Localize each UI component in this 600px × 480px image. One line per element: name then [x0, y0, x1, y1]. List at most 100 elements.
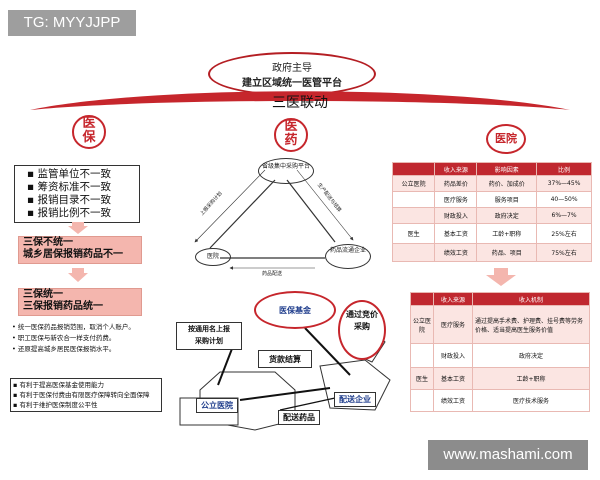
table-cell: 药品、项目: [476, 243, 538, 262]
plan-line-2: 采购计划: [195, 336, 223, 345]
table-header: 收入来源: [433, 292, 473, 306]
table-header: 收入来源: [434, 162, 478, 176]
medicine-head-icon: 医 药: [274, 118, 308, 152]
banner-swoosh: [30, 91, 570, 110]
problem-line-1: 三保不统一: [23, 237, 73, 248]
table-cell: 医疗技术服务: [472, 389, 590, 412]
table-header-row: 收入来源 影响因素 比例: [391, 162, 592, 176]
table-row: 公立医院 药品差价 药价、加成价 37%—45%: [391, 175, 592, 192]
note-item: • 职工医保与新农合一样支付药费。: [12, 334, 116, 342]
insurance-head-icon: 医 保: [72, 115, 106, 149]
note-item: • 统一医保药品报销范围，取消个人账户。: [12, 323, 135, 331]
gov-line-1: 政府主导: [272, 63, 312, 74]
insurance-problem-box: 三保不统一 城乡居保报销药品不一: [18, 236, 142, 264]
table-header: 比例: [536, 162, 592, 176]
insurance-head-char-1: 医: [82, 116, 96, 131]
procurement-triangle: [194, 169, 354, 270]
hospital-mechanism-table: 收入来源 收入机制 公立医院 医疗服务 通过提高手术费、护理费、挂号费等劳务价格…: [410, 292, 590, 412]
insurance-issues-box: ▪ 监管单位不一致 ▪ 筹资标准不一致 ▪ 报销目录不一致 ▪ 报销比例不一致: [14, 165, 140, 223]
insurance-notes: • 统一医保药品报销范围，取消个人账户。 • 职工医保与新农合一样支付药费。 •…: [12, 322, 162, 355]
watermark-bottom: www.mashami.com: [428, 440, 588, 470]
table-cell: [391, 207, 436, 224]
medicine-head-char-2: 药: [284, 133, 298, 148]
arrow-down-icon: [68, 268, 88, 282]
note-item: • 还原提高城乡居民医保报销水平。: [12, 345, 116, 353]
table-cell: 75%左右: [536, 243, 592, 262]
table-cell: 政府决定: [476, 207, 538, 224]
gov-line-2: 建立区域统一医管平台: [242, 78, 342, 89]
table-cell: 公立医院: [391, 175, 436, 192]
hospital-head-icon: 医院: [486, 124, 526, 154]
table-cell: 通过提高手术费、护理费、挂号费等劳务价格、适当提高医生服务价值: [472, 305, 590, 344]
benefit-item: ▪ 有利于医保付费由有限医疗保障转向全面保障: [13, 391, 150, 399]
arrow-down-icon: [486, 268, 516, 286]
fund-oval: 医保基金: [254, 291, 336, 329]
table-cell: 服务项目: [476, 191, 538, 208]
medicine-head-char-1: 医: [284, 119, 298, 134]
benefit-item: ▪ 有利于维护医保制度公平性: [13, 401, 98, 409]
table-header: 收入机制: [472, 292, 590, 306]
table-cell: 医疗服务: [433, 305, 473, 344]
table-row: 医疗服务 服务项目 40—50%: [391, 191, 592, 208]
table-row: 医生 基本工资 工龄+职称: [410, 367, 590, 390]
solution-line-1: 三保统一: [23, 289, 63, 300]
issue-item: ▪ 监管单位不一致: [27, 168, 111, 180]
watermark-top: TG: MYYJJPP: [8, 10, 136, 36]
edge-bottom-label: 药品配送: [262, 271, 283, 277]
table-cell: 财政投入: [433, 343, 473, 368]
issue-item: ▪ 报销目录不一致: [27, 194, 111, 206]
distributor-label: 配送企业: [334, 392, 376, 407]
table-row: 医生 基本工资 工龄+职称 25%左右: [391, 223, 592, 244]
table-header: [410, 292, 434, 306]
issue-item: ▪ 报销比例不一致: [27, 207, 111, 219]
table-row: 财政投入 政府决定: [410, 343, 590, 368]
plan-box: 按通用名上报 采购计划: [176, 322, 242, 350]
table-row: 绩效工资 医疗技术服务: [410, 389, 590, 412]
table-header: 影响因素: [476, 162, 538, 176]
table-cell: 40—50%: [536, 191, 592, 208]
table-cell: 工龄+职称: [472, 367, 590, 390]
bid-line-1: 通过竞价: [346, 309, 378, 319]
bid-line-2: 采购: [354, 321, 370, 331]
table-cell: [391, 243, 436, 262]
plan-line-1: 按通用名上报: [188, 324, 230, 333]
insurance-head-char-2: 保: [82, 130, 96, 145]
table-cell: 6%—7%: [536, 207, 592, 224]
table-cell: 医生: [391, 223, 436, 244]
table-cell: 财政投入: [434, 207, 478, 224]
table-cell: 绩效工资: [434, 243, 478, 262]
insurance-solution-box: 三保统一 三保报销药品统一: [18, 288, 142, 316]
arrow-down-icon: [68, 222, 88, 234]
table-cell: 药品差价: [434, 175, 478, 192]
bidding-circle: 通过竞价 采购: [338, 300, 386, 360]
table-cell: 医生: [410, 367, 434, 390]
settlement-box: 货款结算: [258, 350, 312, 368]
node-distributor: 药品流通企业: [325, 244, 371, 269]
three-medical-title: 三医联动: [272, 95, 328, 111]
table-cell: [410, 343, 434, 368]
table-cell: 政府决定: [472, 343, 590, 368]
table-cell: 37%—45%: [536, 175, 592, 192]
solution-line-2: 三保报销药品统一: [23, 301, 103, 312]
issue-item: ▪ 筹资标准不一致: [27, 181, 111, 193]
table-cell: 药价、加成价: [476, 175, 538, 192]
table-cell: 基本工资: [433, 367, 473, 390]
table-cell: 公立医院: [410, 305, 434, 344]
table-cell: 工龄+职称: [476, 223, 538, 244]
problem-line-2: 城乡居保报销药品不一: [23, 249, 123, 260]
table-row: 绩效工资 药品、项目 75%左右: [391, 243, 592, 262]
node-provincial-platform: 省级集中采购平台: [258, 158, 314, 184]
table-header: [391, 162, 436, 176]
table-cell: 25%左右: [536, 223, 592, 244]
table-cell: 绩效工资: [433, 389, 473, 412]
delivered-drugs-label: 配送药品: [278, 410, 320, 425]
table-row: 公立医院 医疗服务 通过提高手术费、护理费、挂号费等劳务价格、适当提高医生服务价…: [410, 305, 590, 344]
benefit-item: ▪ 有利于提高医保基金使用能力: [13, 381, 104, 389]
public-hospital-label: 公立医院: [196, 398, 238, 413]
node-hospital: 医院: [195, 248, 231, 266]
table-cell: 基本工资: [434, 223, 478, 244]
table-cell: [391, 191, 436, 208]
table-cell: [410, 389, 434, 412]
table-header-row: 收入来源 收入机制: [410, 292, 590, 306]
hospital-income-table: 收入来源 影响因素 比例 公立医院 药品差价 药价、加成价 37%—45% 医疗…: [391, 162, 592, 262]
